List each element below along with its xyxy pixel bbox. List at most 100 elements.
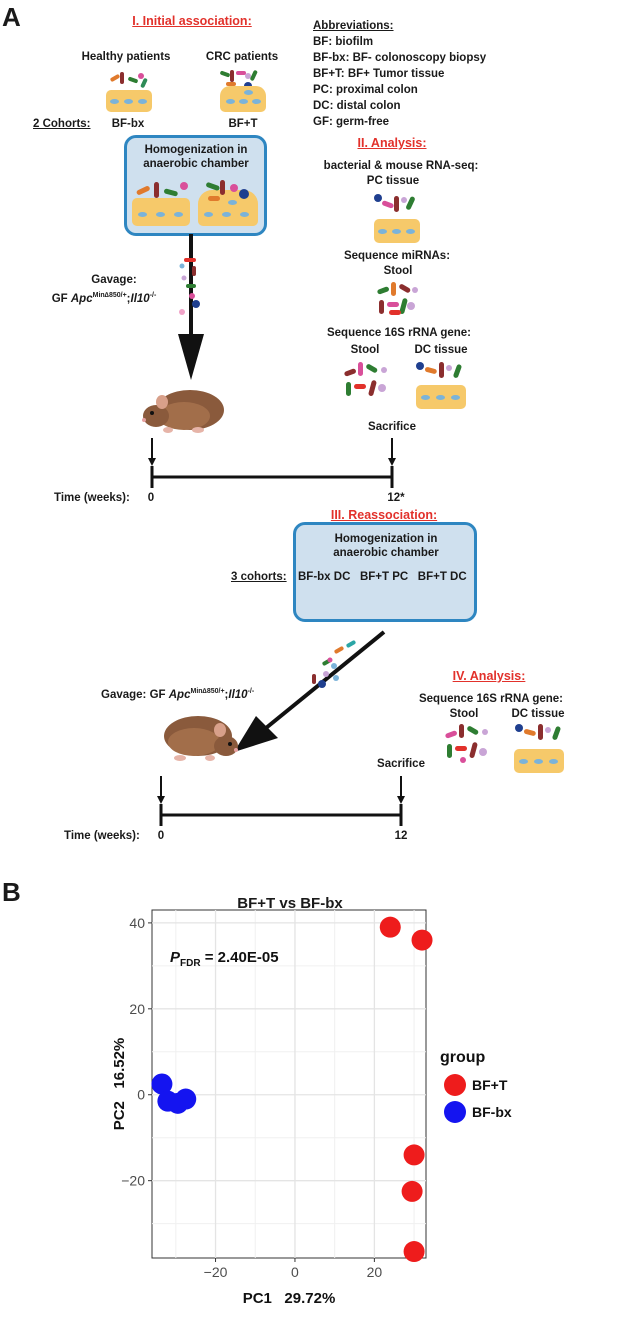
gavage-1-il10: Il10	[130, 292, 150, 305]
stool-2-bacteria-icon	[344, 362, 387, 396]
bft-label: BF+T	[228, 118, 258, 130]
dc-tissue-2-icon	[514, 749, 564, 773]
legend-entry: BF-bx	[472, 1104, 512, 1120]
legend-swatch	[444, 1074, 466, 1096]
pfdr-value: = 2.40E-05	[201, 949, 279, 966]
seq16s-1-label: Sequence 16S rRNA gene:	[326, 327, 472, 339]
scatter-point	[175, 1088, 197, 1110]
chart-title: BF+T vs BF-bx	[237, 895, 343, 912]
y-tick-label: 0	[137, 1087, 145, 1103]
gavage-2-sup1: Min∆850/+	[190, 688, 225, 695]
abbreviation-item: BF+T: BF+ Tumor tissue	[313, 68, 445, 80]
legend-entry: BF+T	[472, 1077, 508, 1093]
gavage-2-il10: Il10	[228, 688, 248, 701]
abbreviation-item: DC: distal colon	[313, 100, 401, 112]
x-tick-label: −20	[204, 1264, 228, 1280]
homogenization-box-2	[293, 522, 477, 622]
scatter-point	[403, 1241, 425, 1263]
dc-tissue-1-icon	[416, 385, 466, 409]
rnaseq-label: bacterial & mouse RNA-seq:	[323, 160, 479, 172]
box1-healthy-tissue-icon	[132, 198, 190, 226]
stool-2-label: Stool	[350, 344, 380, 356]
gavage-1-arrow	[178, 234, 204, 380]
pc-bacteria-icon	[374, 194, 415, 212]
abbreviation-item: GF: germ-free	[313, 116, 390, 128]
mouse-2-icon	[164, 716, 238, 761]
scatter-point	[151, 1073, 173, 1095]
abbreviation-item: PC: proximal colon	[313, 84, 418, 96]
legend-title: group	[440, 1049, 486, 1066]
analysis-4-title: IV. Analysis:	[452, 669, 526, 683]
time-1-label: Time (weeks):	[54, 492, 130, 504]
reassociation-title: III. Reassociation:	[330, 508, 438, 522]
gavage-1-sup1: Min∆850/+	[92, 292, 127, 299]
gavage-2-strain: Gavage: GF ApcMin∆850/+;Il10-/-	[101, 685, 254, 702]
gavage-1-sup2: -/-	[149, 292, 157, 299]
x-tick-label: 0	[291, 1264, 299, 1280]
three-cohorts-label: 3 cohorts:	[231, 571, 287, 583]
legend-swatch	[444, 1101, 466, 1123]
scatter-point	[411, 929, 433, 951]
stool-1-label: Stool	[383, 265, 413, 277]
scatter-point	[403, 1144, 425, 1166]
abbreviation-item: BF-bx: BF- colonoscopy biopsy	[313, 52, 487, 64]
time-2-start: 0	[157, 830, 165, 842]
dc-bacteria-icon	[416, 362, 462, 378]
time-2-end: 12	[394, 830, 408, 842]
y-tick-label: 20	[129, 1001, 145, 1017]
tumor-tissue-icon	[220, 86, 266, 112]
y-tick-label: 40	[129, 915, 145, 931]
gavage-2-sep: ;	[224, 688, 229, 701]
gavage-1-apc: Apc	[70, 292, 93, 305]
sacrifice-1-label: Sacrifice	[368, 421, 416, 433]
gavage-2-prefix: Gavage: GF	[101, 688, 169, 701]
time-1-start: 0	[147, 492, 155, 504]
seq16s-2-label: Sequence 16S rRNA gene:	[418, 693, 564, 705]
dc-2-bacteria-icon	[515, 724, 561, 740]
gavage-2-sup2: -/-	[247, 688, 255, 695]
gavage-1-line1: Gavage:	[91, 274, 137, 286]
initial-association-title: I. Initial association:	[132, 14, 252, 28]
two-cohorts-label: 2 Cohorts:	[33, 118, 91, 130]
pfdr-label: PFDR = 2.40E-05	[170, 949, 279, 969]
plot-panel	[151, 909, 427, 1259]
mouse-1-icon	[142, 390, 224, 433]
gavage-2-apc: Apc	[168, 688, 191, 701]
gavage-2-arrow	[234, 630, 386, 752]
pfdr-sub: FDR	[180, 958, 201, 969]
healthy-patients-label: Healthy patients	[81, 51, 171, 63]
pc-tissue-icon	[374, 219, 420, 243]
mirna-label: Sequence miRNAs:	[343, 250, 451, 262]
panel-a-label: A	[2, 2, 21, 32]
grid-major	[152, 910, 426, 1258]
analysis-2-title: II. Analysis:	[357, 136, 427, 150]
stool-3-bacteria-icon	[445, 724, 488, 763]
cohort-list: BF-bx DC BF+T PC BF+T DC	[298, 571, 467, 583]
timeline-2	[157, 776, 405, 826]
gavage-1-sep: ;	[126, 292, 131, 305]
scatter-point	[379, 916, 401, 938]
sacrifice-2-label: Sacrifice	[377, 758, 425, 770]
homogenization-1-line1: Homogenization in	[144, 144, 248, 156]
crc-patients-label: CRC patients	[205, 51, 279, 63]
gavage-1-prefix: GF	[51, 292, 71, 305]
data-points	[151, 916, 433, 1263]
scatter-point	[401, 1180, 423, 1202]
time-1-end: 12*	[387, 492, 405, 504]
gavage-1-strain: GF ApcMin∆850/+;Il10-/-	[52, 289, 157, 306]
timeline-1	[148, 438, 396, 488]
homogenization-2-line1: Homogenization in	[334, 533, 438, 545]
pc-tissue-label: PC tissue	[366, 175, 420, 187]
bfbx-label: BF-bx	[111, 118, 145, 130]
dc-tissue-1-label: DC tissue	[414, 344, 468, 356]
abbreviations-block: Abbreviations: BF: biofilm BF-bx: BF- co…	[313, 18, 486, 130]
abbreviations-title: Abbreviations:	[313, 20, 394, 32]
panel-b-label: B	[2, 877, 21, 907]
legend: BF+T BF-bx	[444, 1074, 512, 1123]
homogenization-1-line2: anaerobic chamber	[143, 158, 249, 170]
healthy-tissue-icon	[106, 90, 152, 112]
pfdr-p: P	[170, 949, 181, 966]
